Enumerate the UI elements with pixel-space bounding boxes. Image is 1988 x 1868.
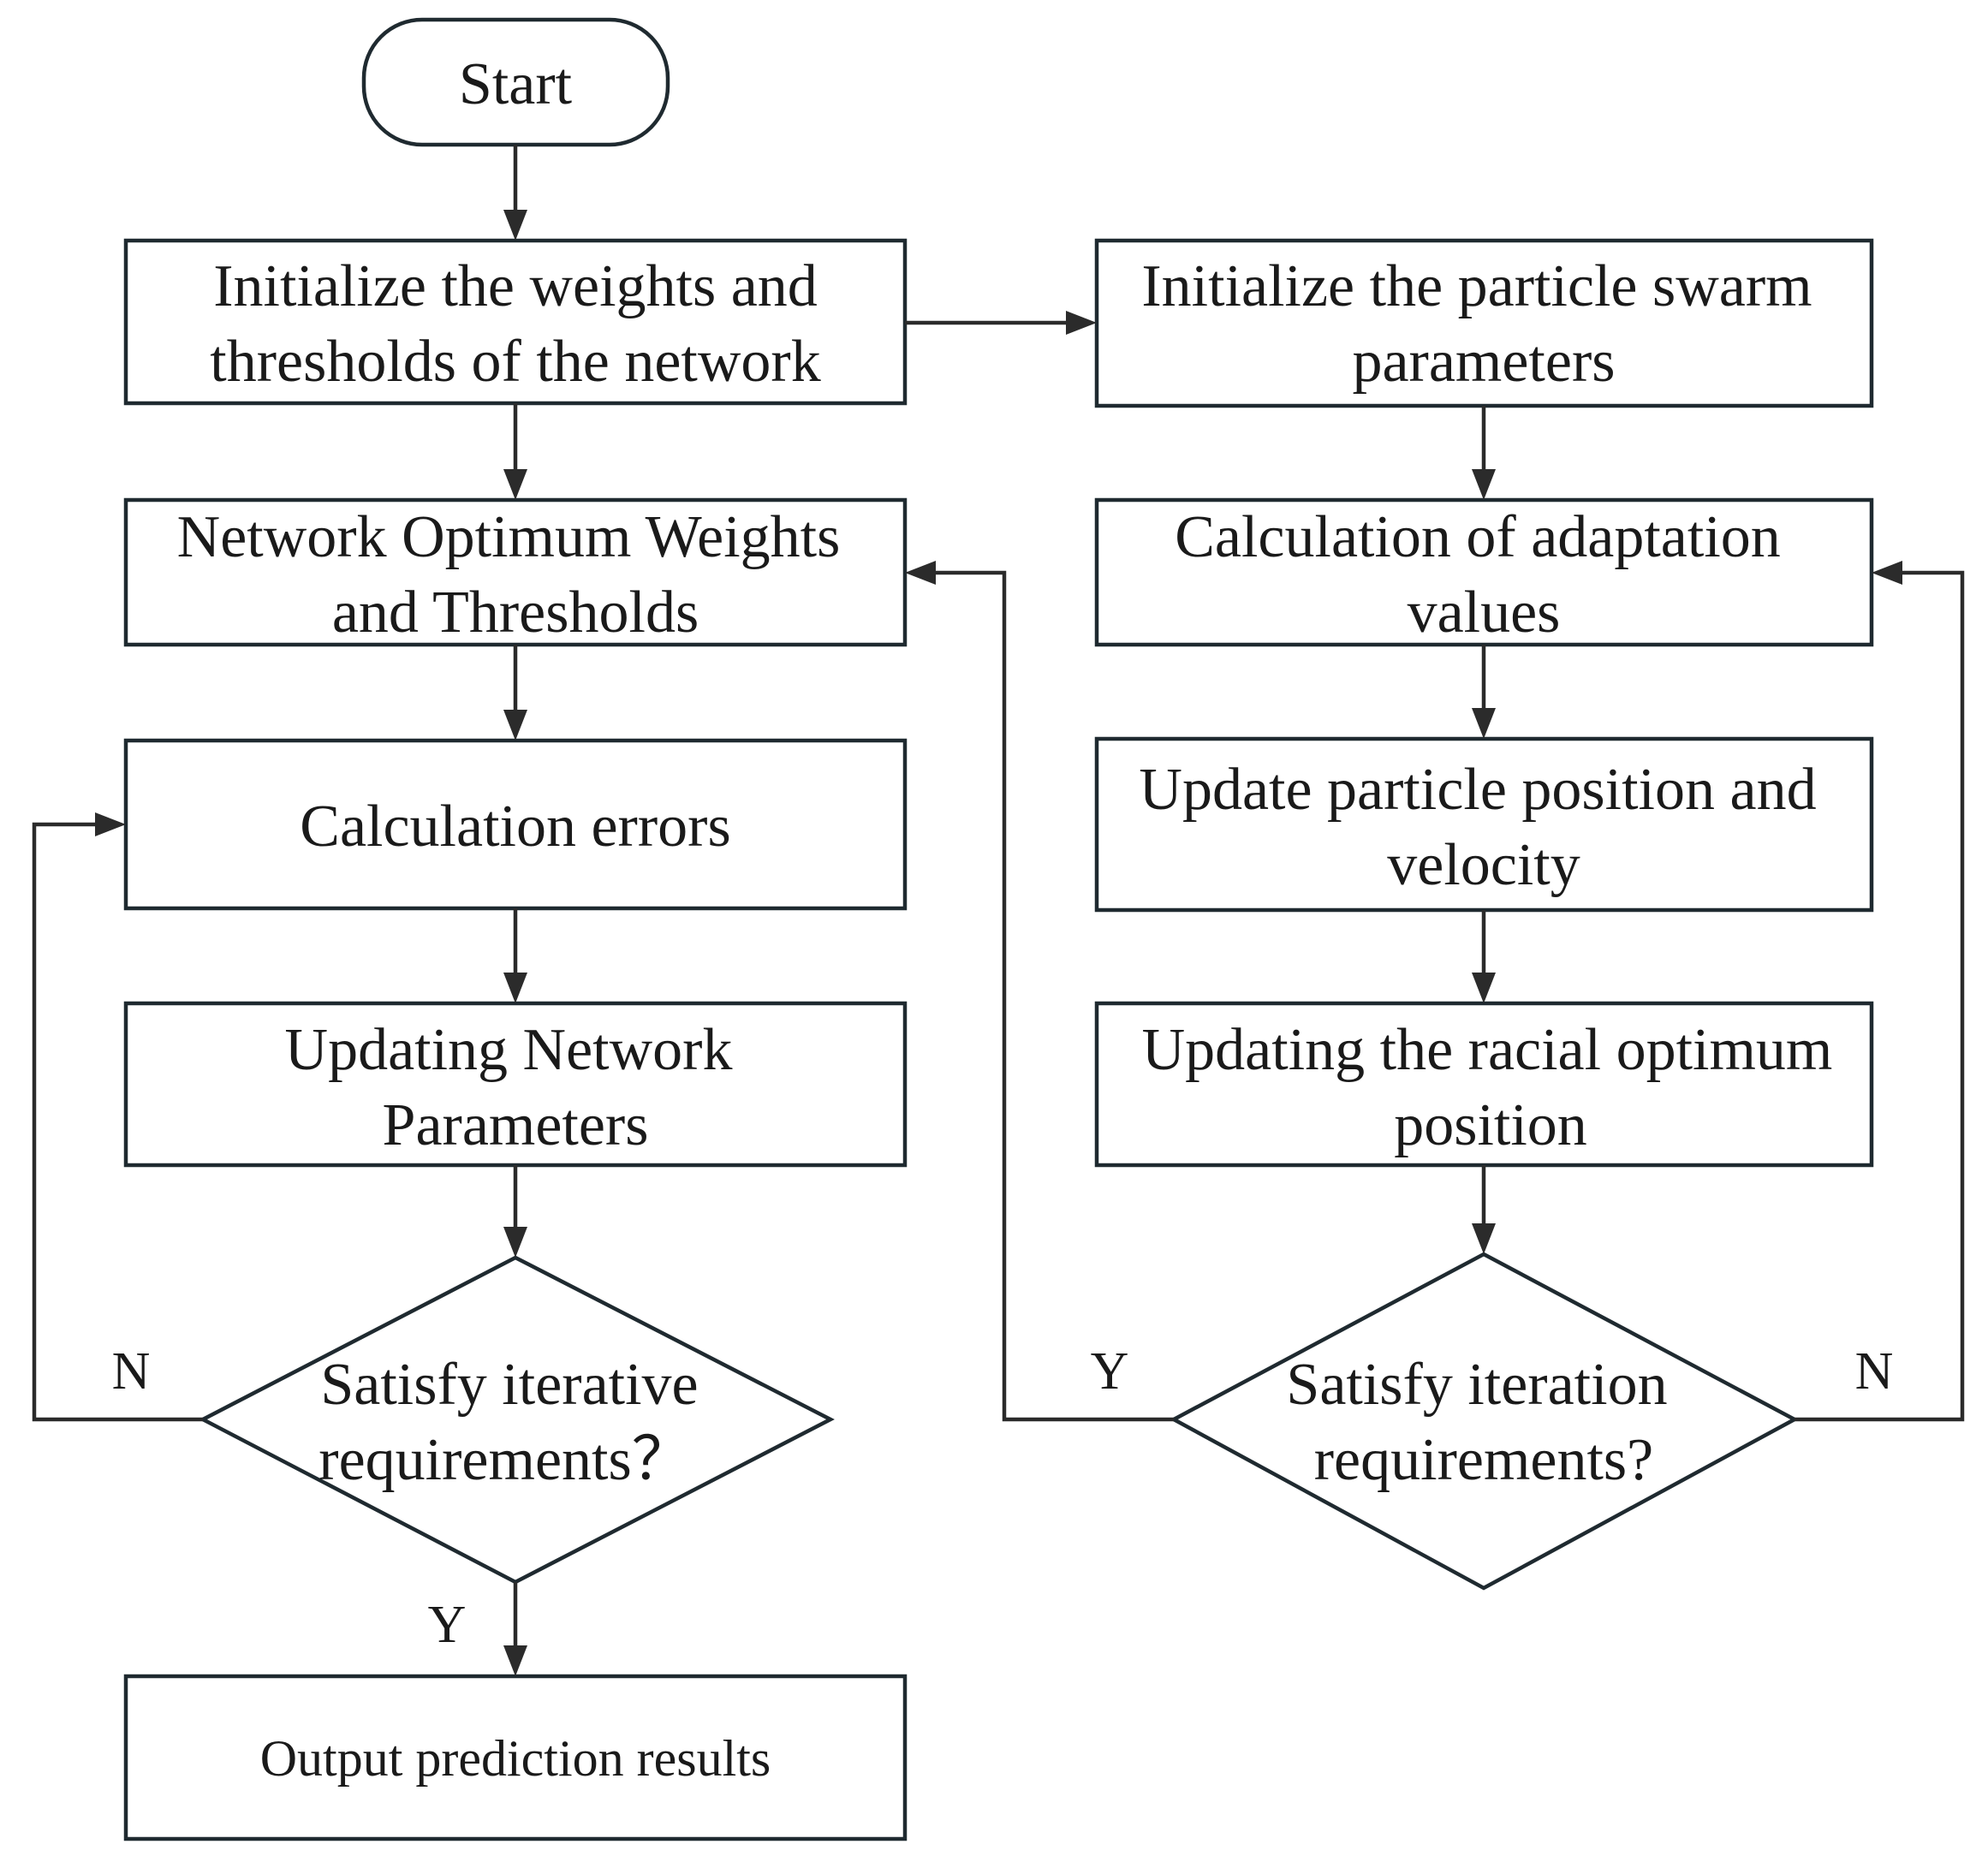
network-optimum-line-2: and Thresholds [332,580,699,645]
edge-update-particle-to-update-racial [1472,910,1496,1003]
init-network-line-1: Initialize the weights and [213,253,818,319]
edge-update-network-to-satisfy-iterative [503,1165,527,1258]
start-label: Start [459,51,573,117]
update-particle-line-2: velocity [1387,832,1580,898]
edge-calc-adaptation-to-update-particle [1472,645,1496,739]
update-network-line-2: Parameters [383,1092,649,1158]
left-decision-yes-label: Y [428,1596,467,1654]
calc-adaptation-line-2: values [1408,580,1561,645]
edge-satisfy-iterative-yes-to-output [503,1582,527,1676]
calc-adaptation-line-1: Calculation of adaptation [1175,504,1781,570]
right-decision-no-label: N [1855,1342,1894,1401]
edge-init-network-to-init-swarm [905,311,1097,335]
calc-adaptation-node: Calculation of adaptation values [1094,497,1874,647]
update-network-line-1: Updating Network [285,1017,733,1083]
edge-network-optimum-to-calc-errors [503,645,527,741]
network-optimum-node: Network Optimum Weights and Thresholds [123,497,908,647]
init-network-line-2: thresholds of the network [210,329,820,395]
satisfy-iterative-line-1: Satisfy iterative [320,1352,698,1418]
edge-start-to-init-network [503,145,527,241]
start-node: Start [361,17,670,147]
edge-satisfy-iteration-yes-to-network-optimum [905,561,1174,1422]
update-racial-node: Updating the racial optimum position [1094,1001,1874,1168]
update-particle-node: Update particle position and velocity [1094,736,1874,913]
satisfy-iteration-line-2: requirements? [1314,1427,1653,1493]
satisfy-iterative-decision: Satisfy iterative requirements？ [199,1255,835,1585]
satisfy-iteration-line-1: Satisfy iteration [1286,1352,1667,1418]
network-optimum-line-1: Network Optimum Weights [177,504,841,570]
update-network-node: Updating Network Parameters [123,1001,908,1168]
output-results-line-1: Output prediction results [260,1730,771,1787]
init-swarm-line-1: Initialize the particle swarm [1141,253,1812,319]
init-swarm-node: Initialize the particle swarm parameters [1094,238,1874,408]
calc-errors-node: Calculation errors [123,738,908,911]
init-swarm-line-2: parameters [1352,329,1615,395]
calc-errors-line-1: Calculation errors [300,794,730,860]
edge-calc-errors-to-update-network [503,908,527,1003]
init-network-node: Initialize the weights and thresholds of… [123,238,908,406]
edge-satisfy-iteration-no-loop [1795,561,1965,1422]
update-racial-line-2: position [1394,1092,1587,1158]
edge-init-network-to-network-optimum [503,403,527,500]
edge-update-racial-to-satisfy-iteration [1472,1165,1496,1254]
edge-init-swarm-to-calc-adaptation [1472,406,1496,500]
edge-satisfy-iterative-no-loop [32,812,203,1422]
left-decision-no-label: N [112,1342,151,1401]
update-racial-line-1: Updating the racial optimum [1142,1017,1833,1083]
right-decision-yes-label: Y [1091,1342,1129,1401]
output-results-node: Output prediction results [123,1674,908,1841]
update-particle-line-1: Update particle position and [1139,757,1816,823]
satisfy-iterative-line-2: requirements？ [318,1427,691,1493]
satisfy-iteration-decision: Satisfy iteration requirements? [1170,1252,1799,1591]
